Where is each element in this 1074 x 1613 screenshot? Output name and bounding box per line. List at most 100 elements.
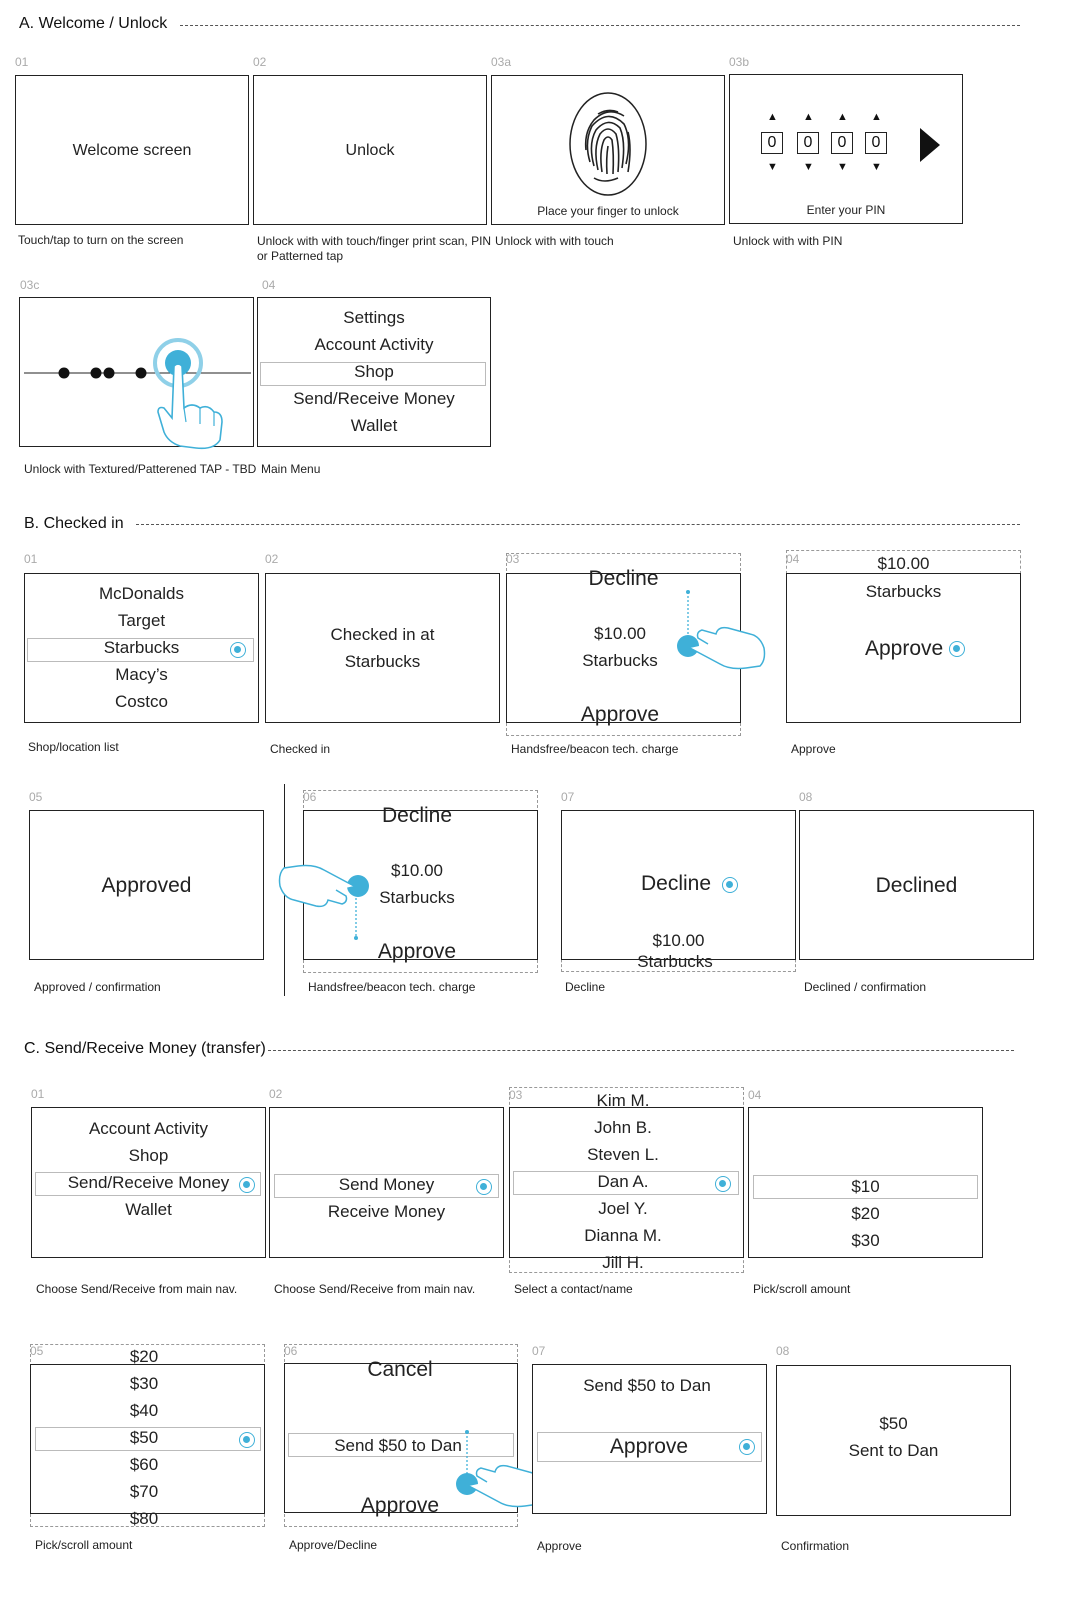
pin-down-icon[interactable]: ▼ xyxy=(871,161,882,173)
contact-item[interactable]: John B. xyxy=(594,1118,652,1137)
c07-screen[interactable]: Send $50 to Dan Approve xyxy=(532,1364,767,1514)
a02-caption-line2: or Patterned tap xyxy=(257,249,344,263)
section-c-title: C. Send/Receive Money (transfer) xyxy=(24,1040,266,1057)
selected-radio-icon[interactable] xyxy=(715,1176,731,1192)
b04-screen[interactable]: Starbucks Approve xyxy=(786,573,1021,723)
contact-item[interactable]: Steven L. xyxy=(587,1145,659,1164)
b08-screen[interactable]: Declined xyxy=(799,810,1034,960)
c06-approve-option[interactable]: Approve xyxy=(360,1494,440,1517)
b06-approve-option[interactable]: Approve xyxy=(377,940,457,963)
c01-screen[interactable]: Account Activity Shop Send/Receive Money… xyxy=(31,1107,266,1258)
selected-radio-icon[interactable] xyxy=(239,1177,255,1193)
menu-item-wallet[interactable]: Wallet xyxy=(125,1200,172,1219)
b02-screen[interactable]: Checked in at Starbucks xyxy=(265,573,500,723)
c03-screen[interactable] xyxy=(509,1107,744,1258)
c07-approve-option[interactable]: Approve xyxy=(609,1435,689,1458)
pin-down-icon[interactable]: ▼ xyxy=(767,161,778,173)
selected-radio-icon[interactable] xyxy=(239,1432,255,1448)
menu-item-account-activity[interactable]: Account Activity xyxy=(88,1119,209,1138)
c01-number: 01 xyxy=(31,1087,45,1101)
pin-digit[interactable]: 0 xyxy=(761,132,783,154)
menu-item-receive-money[interactable]: Receive Money xyxy=(327,1202,446,1221)
b04-approve-option[interactable]: Approve xyxy=(865,637,944,660)
list-item[interactable]: Macy’s xyxy=(115,665,168,684)
amount-item[interactable]: $20 xyxy=(851,1204,880,1223)
list-item[interactable]: McDonalds xyxy=(98,584,185,603)
amount-item[interactable]: $60 xyxy=(129,1455,159,1474)
pin-down-icon[interactable]: ▼ xyxy=(837,161,848,173)
c06-cancel-option[interactable]: Cancel xyxy=(367,1358,433,1381)
pin-up-icon[interactable]: ▲ xyxy=(837,111,848,123)
list-item-selected[interactable]: Starbucks xyxy=(103,638,180,657)
menu-item-account-activity[interactable]: Account Activity xyxy=(314,335,434,354)
contact-item-selected[interactable]: Dan A. xyxy=(597,1172,649,1191)
b03-approve-option[interactable]: Approve xyxy=(580,703,660,726)
pin-digit[interactable]: 0 xyxy=(831,132,853,154)
b07-decline-option[interactable]: Decline xyxy=(641,872,712,895)
amount-item-selected[interactable]: $10 xyxy=(851,1177,880,1196)
c03-caption: Select a contact/name xyxy=(514,1282,633,1296)
selected-radio-icon[interactable] xyxy=(949,641,965,657)
a04-screen[interactable]: Settings Account Activity Shop Send/Rece… xyxy=(257,297,491,447)
c08-screen[interactable]: $50 Sent to Dan xyxy=(776,1365,1011,1516)
pin-submit-arrow-icon[interactable] xyxy=(920,128,940,162)
b07-screen[interactable]: Decline $10.00 xyxy=(561,810,796,960)
c02-screen[interactable]: Send Money Receive Money xyxy=(269,1107,504,1258)
b06-decline-option[interactable]: Decline xyxy=(381,804,453,827)
menu-item-send-receive[interactable]: Send/Receive Money xyxy=(67,1173,230,1192)
selected-radio-icon[interactable] xyxy=(230,642,246,658)
b03-decline-option[interactable]: Decline xyxy=(588,567,659,590)
a03c-screen[interactable] xyxy=(19,297,254,450)
list-item[interactable]: Costco xyxy=(115,692,168,711)
a03c-caption: Unlock with Textured/Patterened TAP - TB… xyxy=(24,462,257,476)
selected-radio-icon[interactable] xyxy=(722,877,738,893)
menu-item-shop[interactable]: Shop xyxy=(128,1146,169,1165)
c05-number: 05 xyxy=(30,1344,44,1358)
menu-item-shop[interactable]: Shop xyxy=(354,362,394,381)
c04-screen[interactable]: $10 $20 $30 xyxy=(748,1107,983,1258)
c06-selection-highlight xyxy=(288,1433,514,1457)
menu-item-wallet[interactable]: Wallet xyxy=(350,416,398,435)
contact-item[interactable]: Kim M. xyxy=(596,1091,650,1110)
list-item[interactable]: Target xyxy=(117,611,166,630)
a02-caption: Unlock with with touch/finger print scan… xyxy=(257,234,492,248)
a01-label: Welcome screen xyxy=(72,142,192,159)
amount-item[interactable]: $20 xyxy=(129,1347,159,1366)
swipe-up-hand-icon xyxy=(456,1430,545,1508)
contact-item[interactable]: Dianna M. xyxy=(584,1226,662,1245)
contact-item[interactable]: Jill H. xyxy=(602,1253,644,1272)
section-a-title: A. Welcome / Unlock xyxy=(19,15,168,32)
selected-radio-icon[interactable] xyxy=(739,1439,755,1455)
pin-up-icon[interactable]: ▲ xyxy=(871,111,882,123)
amount-item[interactable]: $80 xyxy=(129,1509,159,1528)
selected-radio-icon[interactable] xyxy=(476,1179,492,1195)
contact-item[interactable]: Joel Y. xyxy=(598,1199,648,1218)
pin-digit[interactable]: 0 xyxy=(797,132,819,154)
c05-screen[interactable] xyxy=(30,1364,265,1514)
amount-item[interactable]: $70 xyxy=(129,1482,159,1501)
b07-store: Starbucks xyxy=(637,952,713,971)
menu-item-send-money[interactable]: Send Money xyxy=(338,1175,435,1194)
a03a-number: 03a xyxy=(491,55,512,69)
pin-down-icon[interactable]: ▼ xyxy=(803,161,814,173)
pin-up-icon[interactable]: ▲ xyxy=(803,111,814,123)
a03a-screen[interactable]: Place your finger to unlock xyxy=(491,75,725,225)
pin-up-icon[interactable]: ▲ xyxy=(767,111,778,123)
b05-screen[interactable]: Approved xyxy=(29,810,264,960)
pin-digit[interactable]: 0 xyxy=(865,132,887,154)
b01-screen[interactable]: McDonalds Target Starbucks Macy’s Costco xyxy=(24,573,259,723)
a01-screen[interactable]: Welcome screen xyxy=(15,75,249,225)
b06-screen[interactable] xyxy=(303,810,538,960)
amount-item[interactable]: $40 xyxy=(129,1401,159,1420)
menu-item-send-receive[interactable]: Send/Receive Money xyxy=(293,389,455,408)
amount-item-selected[interactable]: $50 xyxy=(129,1428,159,1447)
a03b-screen[interactable]: ▲ ▲ ▲ ▲ 0 0 0 0 ▼ ▼ ▼ ▼ Enter your PIN xyxy=(729,74,963,224)
list-selection-highlight xyxy=(27,638,254,662)
c06-number: 06 xyxy=(284,1344,298,1358)
amount-item[interactable]: $30 xyxy=(129,1374,159,1393)
menu-item-settings[interactable]: Settings xyxy=(343,308,405,327)
a02-screen[interactable]: Unlock xyxy=(253,75,487,225)
fingerprint-icon[interactable] xyxy=(568,92,648,198)
b04-amount: $10.00 xyxy=(877,554,930,573)
amount-item[interactable]: $30 xyxy=(851,1231,880,1250)
